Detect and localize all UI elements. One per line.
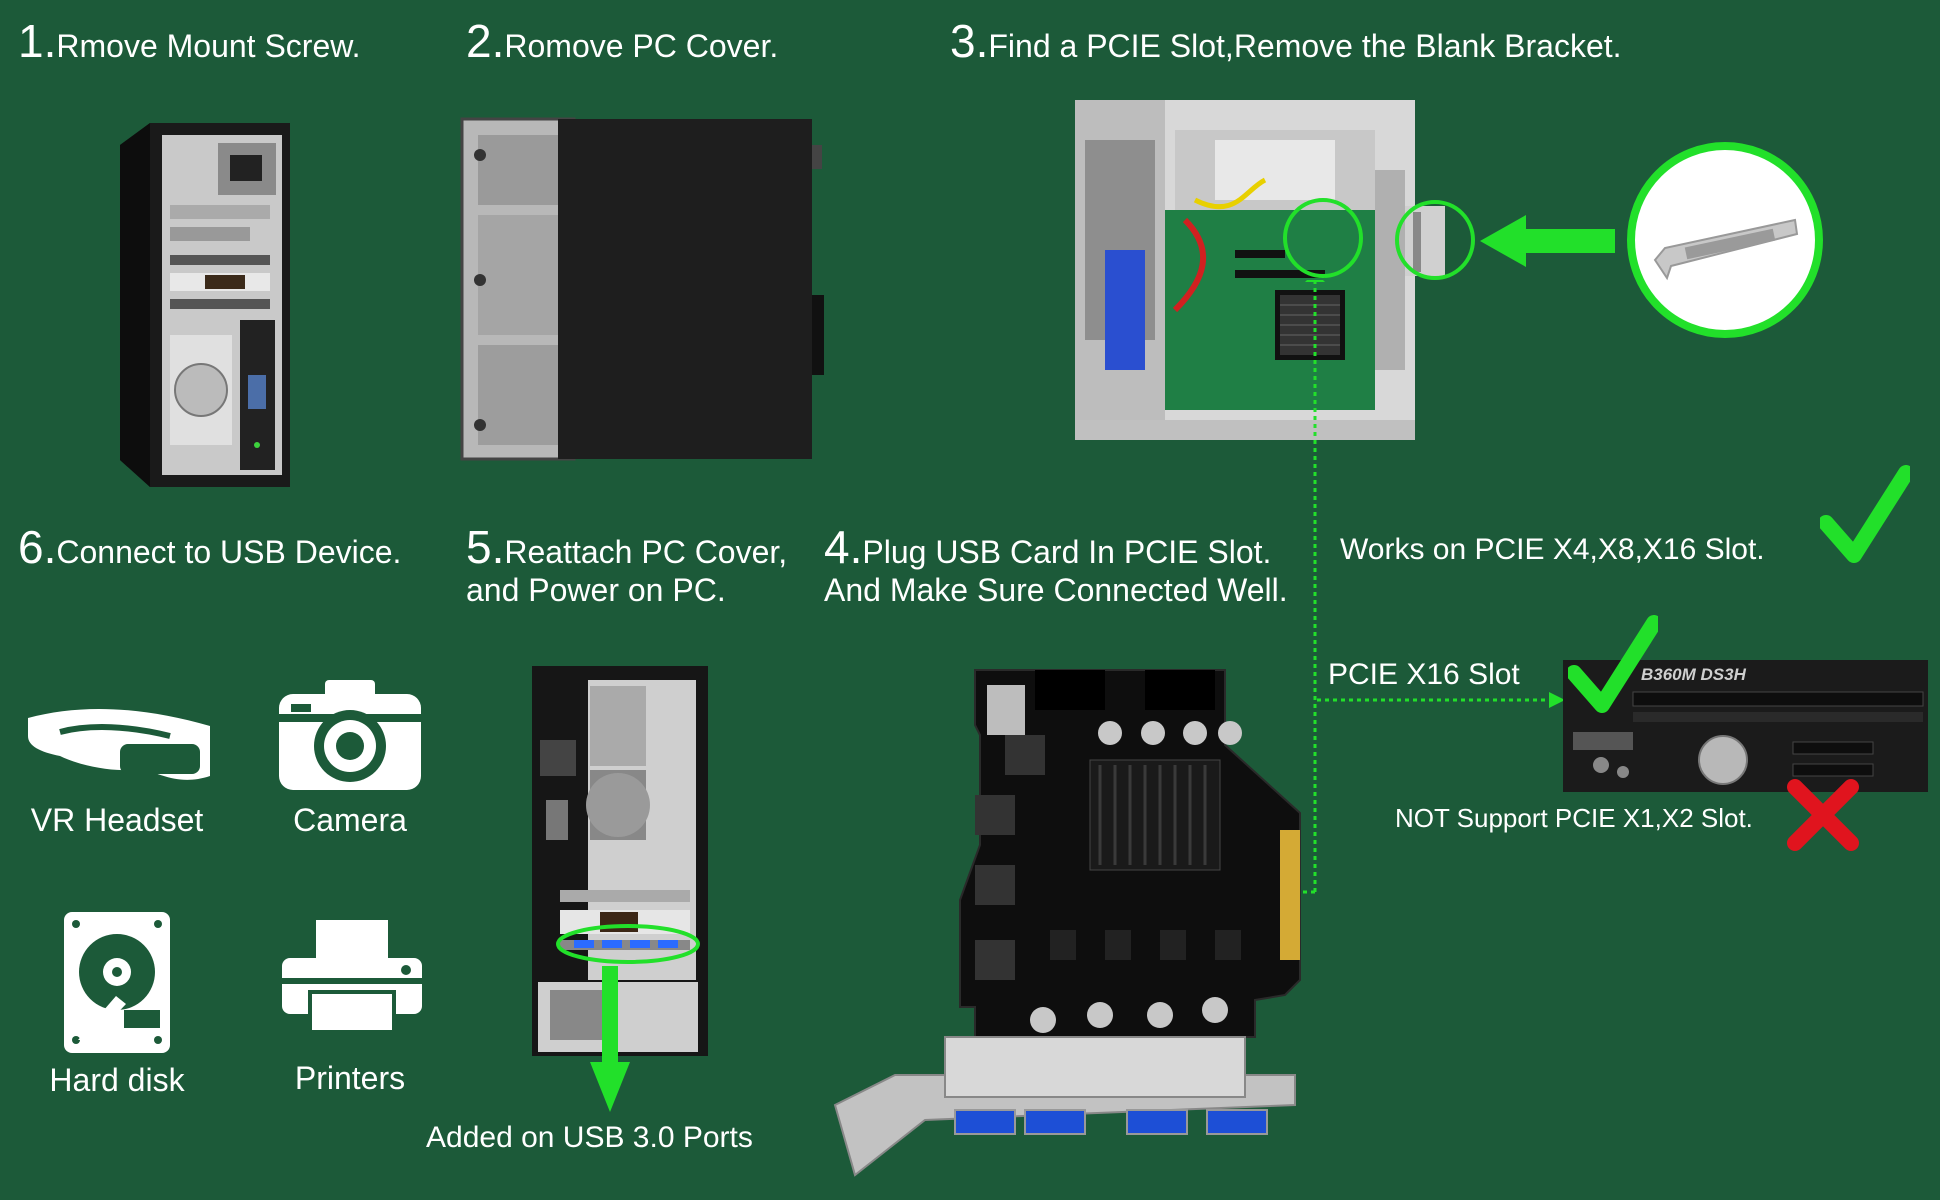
down-arrow-icon (590, 966, 630, 1112)
step-4-line-1: Plug USB Card In PCIE Slot. (862, 534, 1272, 570)
works-slots-note: Works on PCIE X4,X8,X16 Slot. (1340, 533, 1765, 566)
printers-label: Printers (294, 1060, 406, 1096)
step-5-number: 5. (466, 521, 505, 573)
step-2-text: Romove PC Cover. (504, 28, 779, 64)
usb-ports-label: Added on USB 3.0 Ports (426, 1121, 753, 1154)
step-3-number: 3. (950, 15, 989, 67)
step-4-heading: 4.Plug USB Card In PCIE Slot. And Make S… (824, 524, 1288, 609)
pc-tower-with-usb-image (532, 666, 708, 1056)
camera-label: Camera (293, 802, 407, 838)
check-mark-icon (1820, 465, 1910, 563)
step-1-text: Rmove Mount Screw. (56, 28, 361, 64)
pc-cover-removal-image (460, 117, 824, 461)
left-arrow-icon (1480, 215, 1615, 267)
step-1-heading: 1.Rmove Mount Screw. (18, 18, 361, 65)
hard-disk-label: Hard disk (49, 1062, 185, 1098)
step-5-line-2: and Power on PC. (466, 572, 726, 608)
x16-pointer-line (1317, 692, 1565, 708)
step-5-heading: 5.Reattach PC Cover, and Power on PC. (466, 524, 788, 609)
x16-check-mark-icon (1568, 615, 1658, 713)
bracket-slot-highlight (1395, 200, 1475, 280)
step-6-number: 6. (18, 521, 57, 573)
open-pc-chassis-image (1075, 100, 1415, 440)
printer-icon (282, 920, 422, 1034)
step-6-heading: 6.Connect to USB Device. (18, 524, 402, 571)
step-2-heading: 2.Romove PC Cover. (466, 18, 779, 65)
step-4-line-2: And Make Sure Connected Well. (824, 572, 1288, 608)
vr-headset-icon (28, 708, 210, 780)
step-1-number: 1. (18, 15, 57, 67)
not-support-note: NOT Support PCIE X1,X2 Slot. (1395, 803, 1753, 833)
blank-bracket-image (1627, 142, 1823, 338)
board-model-label: B360M DS3H (1641, 665, 1747, 684)
usb-pcie-card-image (833, 669, 1301, 1177)
hard-disk-icon (64, 912, 170, 1053)
vr-headset-label: VR Headset (30, 802, 204, 838)
pcie-x16-slot-label: PCIE X16 Slot (1328, 658, 1520, 691)
cross-mark-icon (1787, 779, 1859, 851)
camera-icon (279, 680, 421, 790)
step-3-text: Find a PCIE Slot,Remove the Blank Bracke… (988, 28, 1622, 64)
pc-tower-back-image (120, 123, 290, 487)
step-3-heading: 3.Find a PCIE Slot,Remove the Blank Brac… (950, 18, 1622, 65)
step-5-line-1: Reattach PC Cover, (504, 534, 788, 570)
step-4-number: 4. (824, 521, 863, 573)
step-6-text: Connect to USB Device. (56, 534, 402, 570)
step-2-number: 2. (466, 15, 505, 67)
